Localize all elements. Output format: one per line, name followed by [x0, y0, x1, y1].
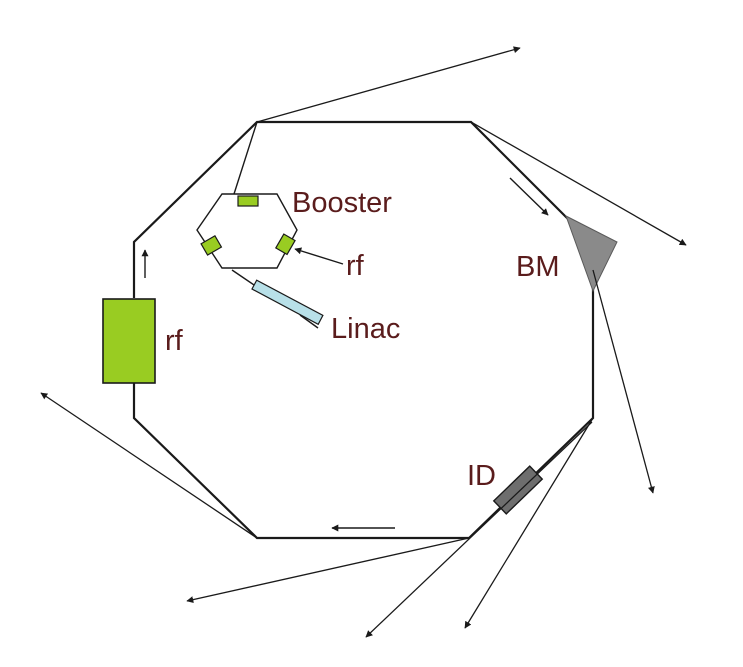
linac [251, 279, 324, 326]
booster-label: Booster [292, 187, 392, 219]
ring-rf-label: rf [165, 325, 184, 357]
linac-pointer [299, 314, 319, 329]
radiation-beam-bottom-left [186, 537, 470, 604]
booster-ring [196, 193, 298, 269]
direction-arrow-top-right [509, 177, 549, 216]
booster-rf-cavity-left [200, 234, 223, 256]
radiation-beam-top [256, 46, 521, 123]
radiation-beam-id [365, 421, 593, 638]
id-label: ID [467, 460, 496, 492]
ring-rf-cavity [102, 298, 156, 384]
radiation-beam-bottom-right [464, 417, 594, 629]
booster-rf-cavity-right [274, 233, 296, 256]
linac-transfer-line [231, 269, 258, 288]
linac-label: Linac [331, 313, 400, 345]
bending-magnet [565, 214, 618, 293]
booster-rf-cavity-top [237, 195, 259, 207]
bm-label: BM [516, 251, 560, 283]
storage-ring [132, 120, 595, 540]
booster-rf-label: rf [346, 250, 365, 282]
booster-rf-pointer [294, 247, 344, 265]
radiation-beam-left [40, 392, 258, 539]
insertion-device [492, 465, 544, 515]
radiation-beam-top-right [470, 121, 687, 246]
radiation-beam-bm [592, 269, 655, 494]
booster-transfer-line [233, 121, 258, 195]
